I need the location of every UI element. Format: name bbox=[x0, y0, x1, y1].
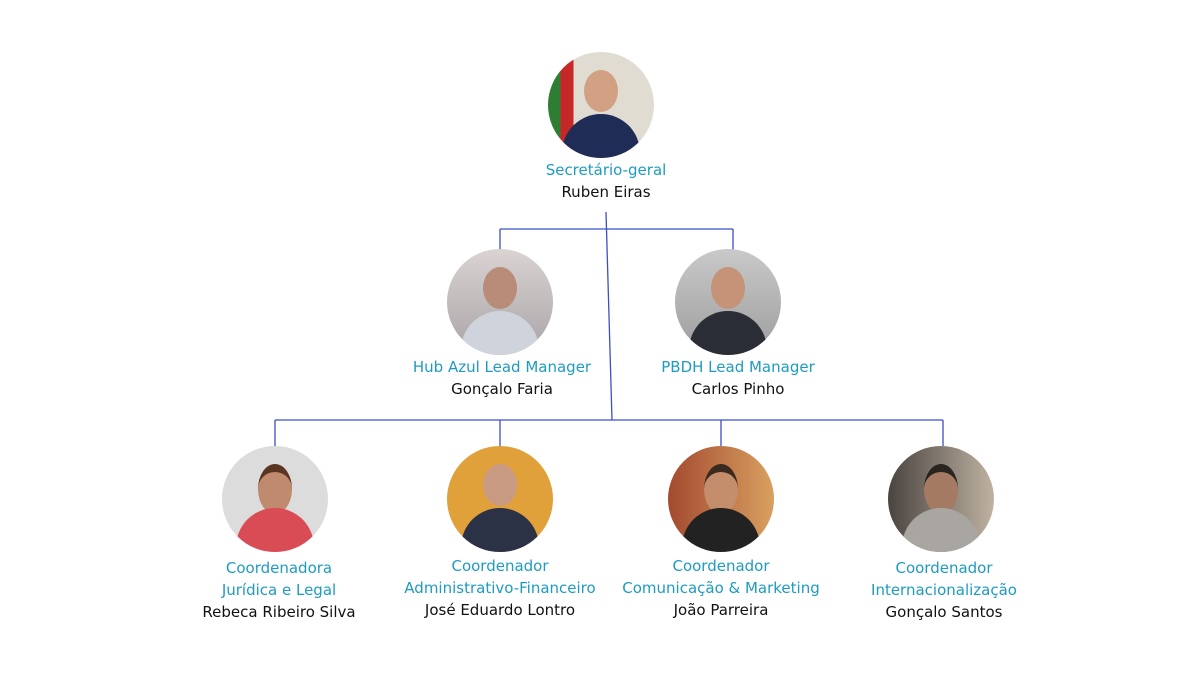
person-name: Rebeca Ribeiro Silva bbox=[202, 603, 356, 621]
role-label: Coordenador bbox=[672, 557, 770, 575]
role-label: Internacionalização bbox=[871, 581, 1017, 599]
person-name: João Parreira bbox=[673, 601, 769, 619]
node-pbdh-lead-manager: PBDH Lead Manager Carlos Pinho bbox=[618, 356, 858, 400]
node-coordenador-administrativo: Coordenador Administrativo-Financeiro Jo… bbox=[380, 555, 620, 621]
role-label: Hub Azul Lead Manager bbox=[412, 358, 592, 376]
person-name: Ruben Eiras bbox=[561, 183, 651, 201]
avatar-goncalo-santos bbox=[888, 446, 994, 552]
connector-trunk bbox=[605, 211, 613, 421]
avatar-ruben-eiras bbox=[548, 52, 654, 158]
person-name: Carlos Pinho bbox=[691, 380, 785, 398]
person-name: Gonçalo Faria bbox=[451, 380, 553, 398]
avatar-carlos-pinho bbox=[675, 249, 781, 355]
person-name: José Eduardo Lontro bbox=[424, 601, 576, 619]
role-label: Coordenadora bbox=[225, 559, 333, 577]
person-name: Gonçalo Santos bbox=[885, 603, 1003, 621]
avatar-jose-eduardo-lontro bbox=[447, 446, 553, 552]
role-label: Secretário-geral bbox=[545, 161, 667, 179]
node-hub-azul-lead-manager: Hub Azul Lead Manager Gonçalo Faria bbox=[382, 356, 622, 400]
role-label: PBDH Lead Manager bbox=[661, 358, 815, 376]
avatar-goncalo-faria bbox=[447, 249, 553, 355]
role-label: Comunicação & Marketing bbox=[622, 579, 820, 597]
node-coordenador-comunicacao: Coordenador Comunicação & Marketing João… bbox=[601, 555, 841, 621]
role-label: Coordenador bbox=[451, 557, 549, 575]
node-coordenador-internacionalizacao: Coordenador Internacionalização Gonçalo … bbox=[824, 557, 1064, 623]
role-label: Administrativo-Financeiro bbox=[404, 579, 596, 597]
role-label: Jurídica e Legal bbox=[221, 581, 337, 599]
avatar-joao-parreira bbox=[668, 446, 774, 552]
avatar-rebeca-ribeiro-silva bbox=[222, 446, 328, 552]
node-coordenadora-juridica: Coordenadora Jurídica e Legal Rebeca Rib… bbox=[159, 557, 399, 623]
role-label: Coordenador bbox=[895, 559, 993, 577]
node-secretario-geral: Secretário-geral Ruben Eiras bbox=[486, 159, 726, 203]
